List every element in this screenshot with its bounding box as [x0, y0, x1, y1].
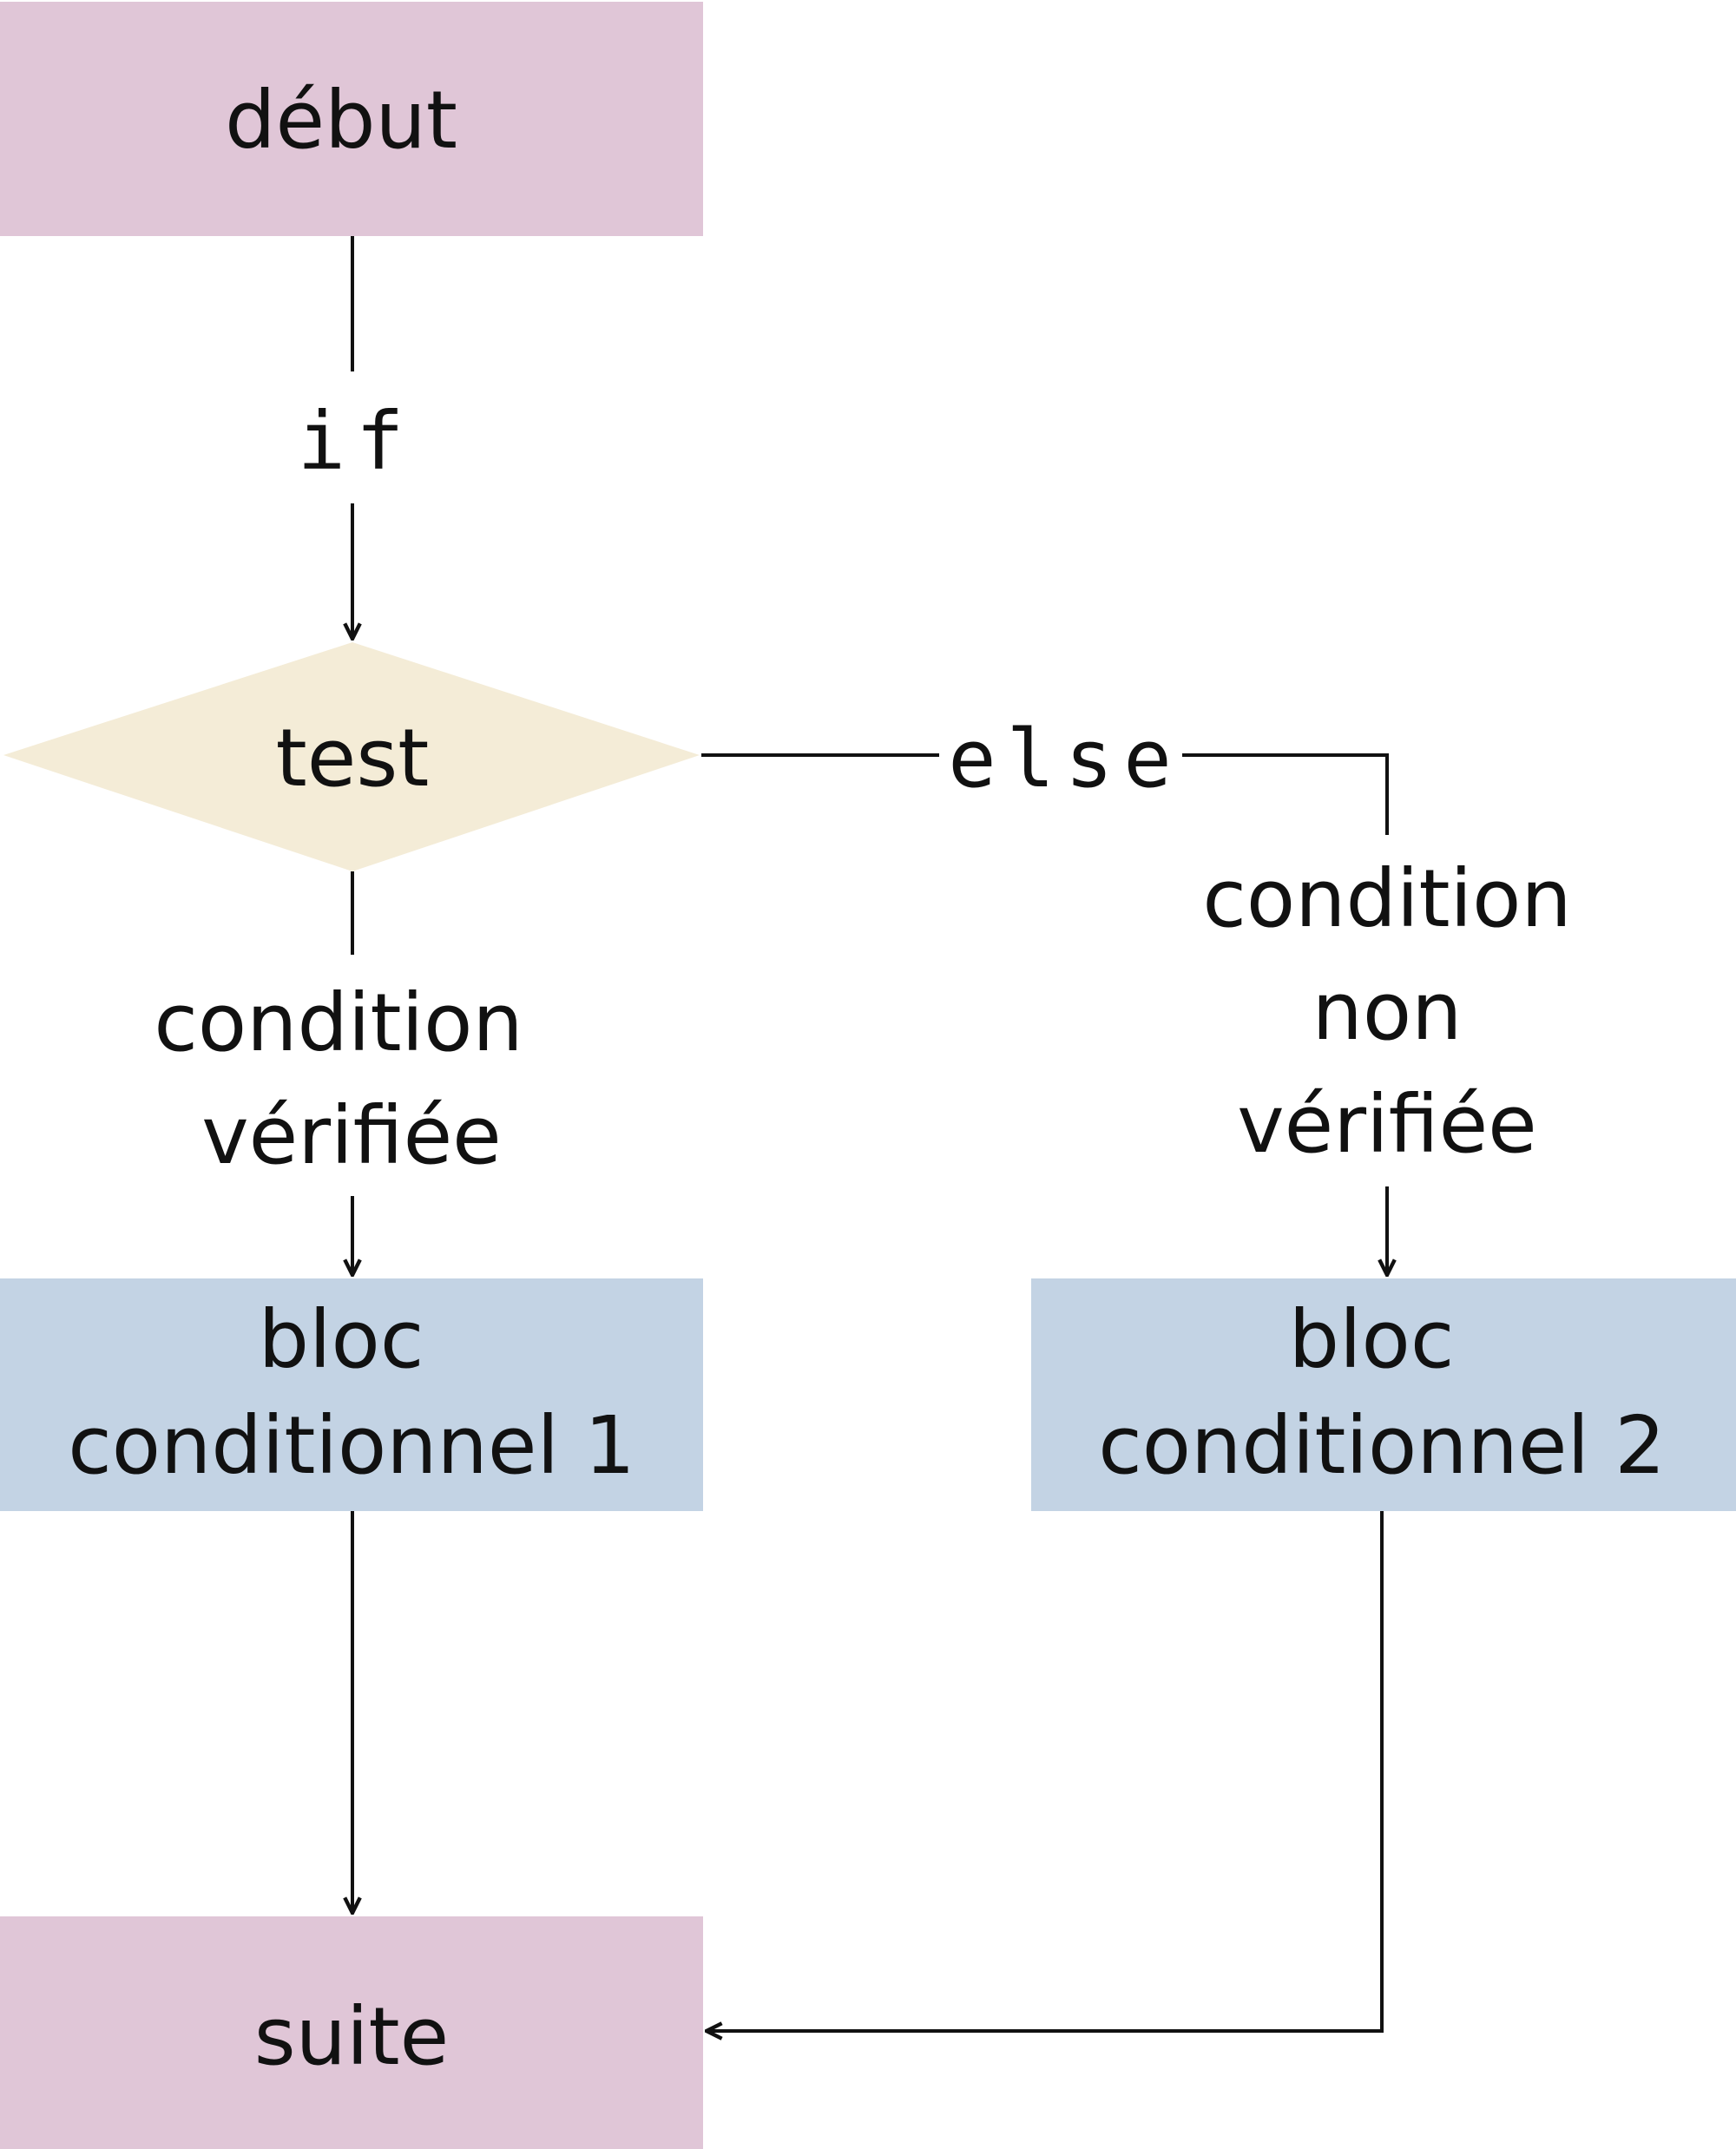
test-decision-node — [3, 642, 700, 871]
start-node — [0, 2, 703, 236]
block2-label-line1: bloc — [1289, 1293, 1455, 1386]
block1-node — [0, 1278, 703, 1511]
block2-label-line2: conditionnel 2 — [1098, 1399, 1666, 1492]
true-condition-line1: condition — [154, 976, 523, 1069]
end-node — [0, 1916, 703, 2149]
false-condition-line2: non — [1312, 965, 1463, 1058]
start-node-label: début — [225, 74, 457, 167]
block1-label-line1: bloc — [259, 1293, 424, 1386]
end-node-label: suite — [254, 1990, 449, 2083]
block2-node — [1031, 1278, 1736, 1511]
edge-block2-to-end-arrow — [707, 1511, 1384, 2031]
if-keyword-label: if — [298, 395, 415, 488]
true-condition-line2: vérifiée — [201, 1089, 502, 1182]
block1-label-line2: conditionnel 1 — [68, 1399, 635, 1492]
test-node-label: test — [276, 712, 430, 805]
edge-else-label-to-false-label — [1182, 753, 1389, 835]
else-keyword-label: else — [948, 713, 1182, 805]
false-condition-line3: vérifiée — [1237, 1078, 1537, 1171]
false-condition-line1: condition — [1202, 852, 1571, 945]
